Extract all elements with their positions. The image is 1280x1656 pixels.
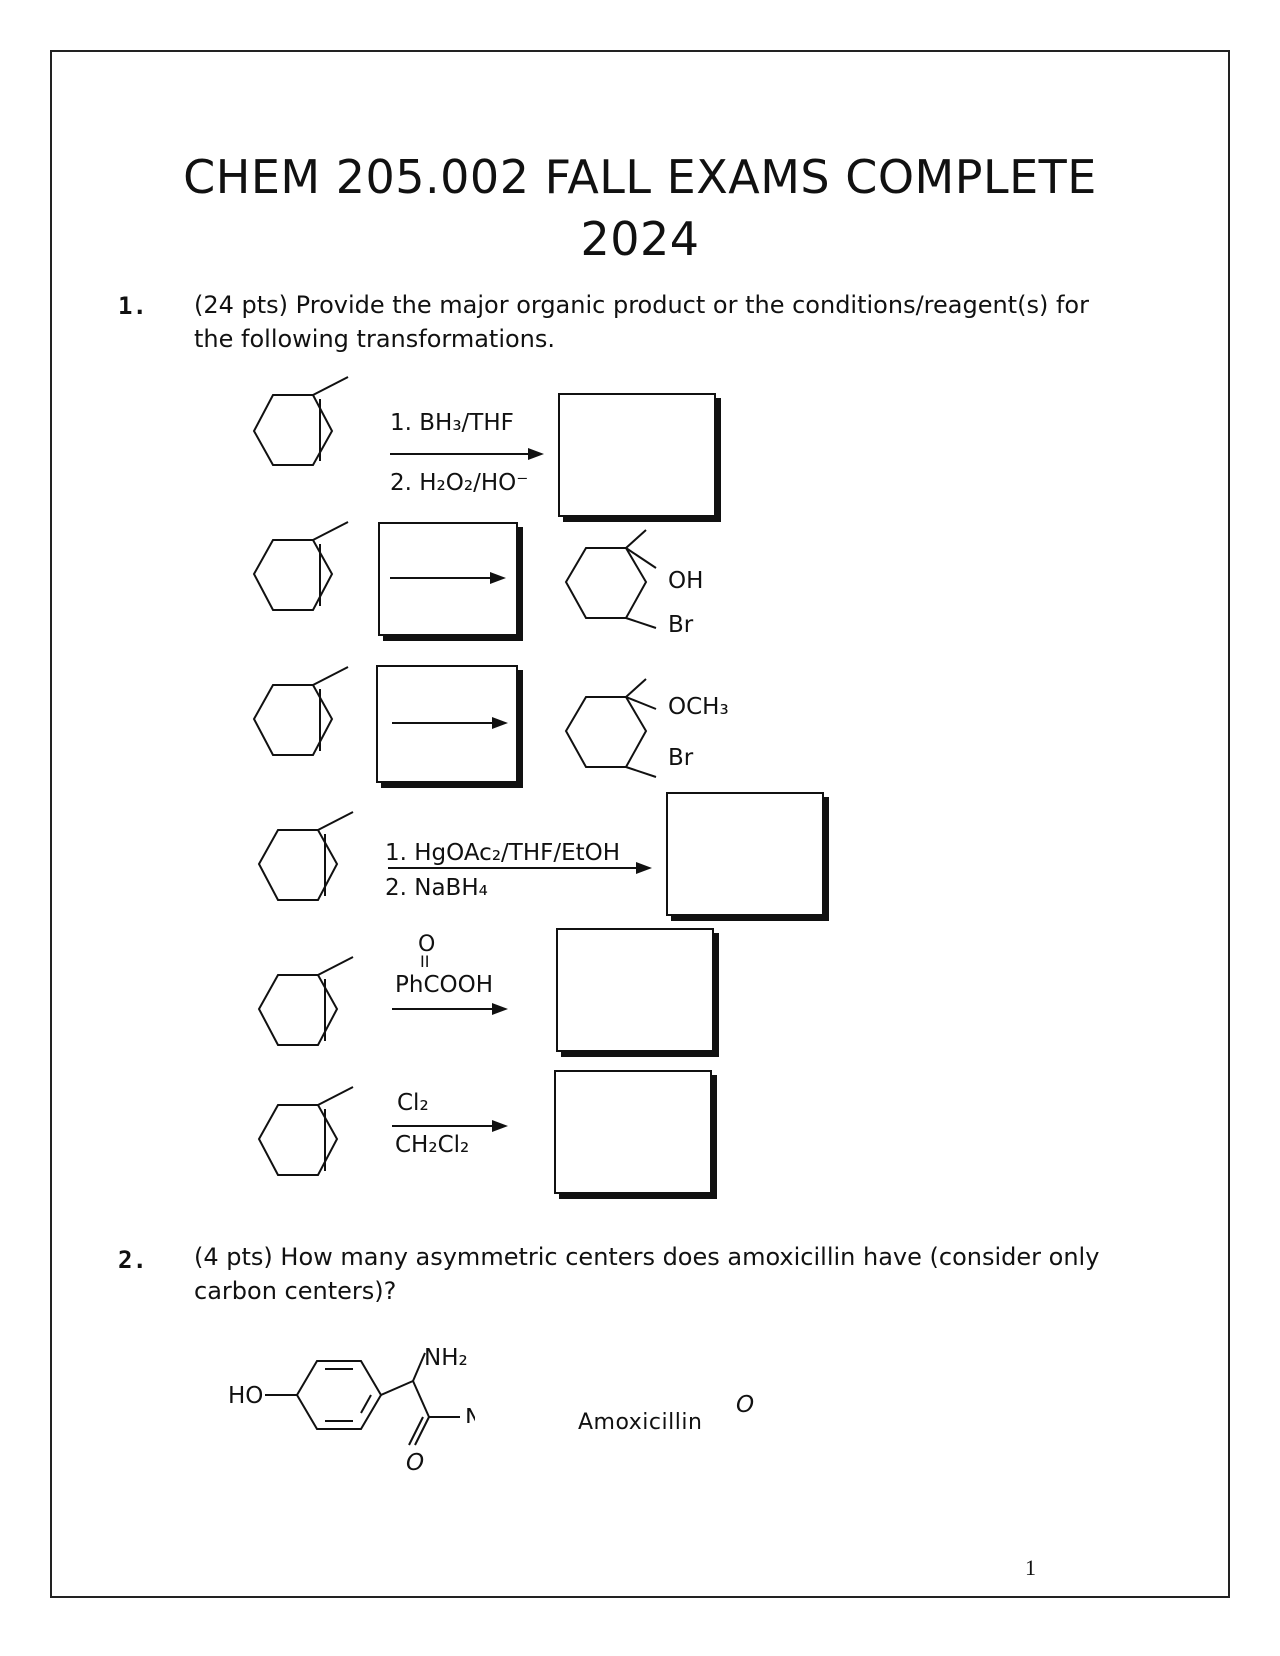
answer-box[interactable] (554, 1070, 712, 1194)
double-bond-mark: II (420, 952, 430, 971)
amine-label: NH₂ (424, 1345, 468, 1371)
exam-title-line2: 2024 (580, 212, 700, 266)
reaction-arrow (392, 1003, 508, 1015)
reagent-label: CH₂Cl₂ (395, 1132, 470, 1158)
question-2-number: 2. (118, 1246, 147, 1274)
hydroxyl-label: HO (228, 1383, 264, 1409)
methylcyclohexene-structure (252, 376, 349, 466)
bromoether-product-structure (564, 678, 657, 778)
bromohydrin-product-structure (564, 529, 657, 629)
reaction-arrow (388, 862, 652, 874)
page-number: 1 (1025, 1555, 1036, 1580)
methylcyclohexene-structure (257, 956, 354, 1046)
carbonyl-oxygen: O (418, 932, 436, 957)
amide-nitrogen-label: N (465, 1405, 475, 1423)
methylcyclohexene-structure (257, 1086, 354, 1176)
reagent-label: 1. HgOAc₂/THF/EtOH (385, 840, 621, 866)
reaction-arrow (392, 1120, 508, 1132)
methylcyclohexene-structure (257, 811, 354, 901)
product-substituent: OCH₃ (668, 694, 729, 720)
page-border (50, 50, 1230, 1598)
product-substituent: Br (668, 612, 694, 638)
reagent-label: 2. H₂O₂/HO⁻ (390, 470, 529, 496)
reaction-arrow (390, 572, 506, 584)
product-substituent: OH (668, 568, 704, 594)
question-2-text: (4 pts) How many asymmetric centers does… (194, 1243, 1100, 1305)
question-1-number: 1. (118, 292, 147, 320)
reagent-label: 1. BH₃/THF (390, 410, 514, 436)
answer-box[interactable] (666, 792, 824, 916)
reagent-label: PhCOOH (395, 972, 494, 998)
methylcyclohexene-structure (252, 666, 349, 756)
reaction-arrow (390, 448, 544, 460)
answer-box[interactable] (556, 928, 714, 1052)
molecule-name: Amoxicillin (578, 1410, 703, 1435)
question-1-text: (24 pts) Provide the major organic produ… (194, 291, 1089, 353)
methylcyclohexene-structure (252, 521, 349, 611)
product-substituent: Br (668, 745, 694, 771)
answer-box[interactable] (558, 393, 716, 517)
amoxicillin-structure (265, 1352, 460, 1446)
carbonyl-oxygen-label: O (406, 1450, 425, 1476)
reagent-label: 2. NaBH₄ (385, 875, 488, 901)
reagent-label: Cl₂ (397, 1090, 429, 1116)
reaction-arrow (392, 717, 508, 729)
exam-title-line1: CHEM 205.002 FALL EXAMS COMPLETE (183, 150, 1097, 204)
stray-oxygen-label: O (736, 1392, 755, 1418)
